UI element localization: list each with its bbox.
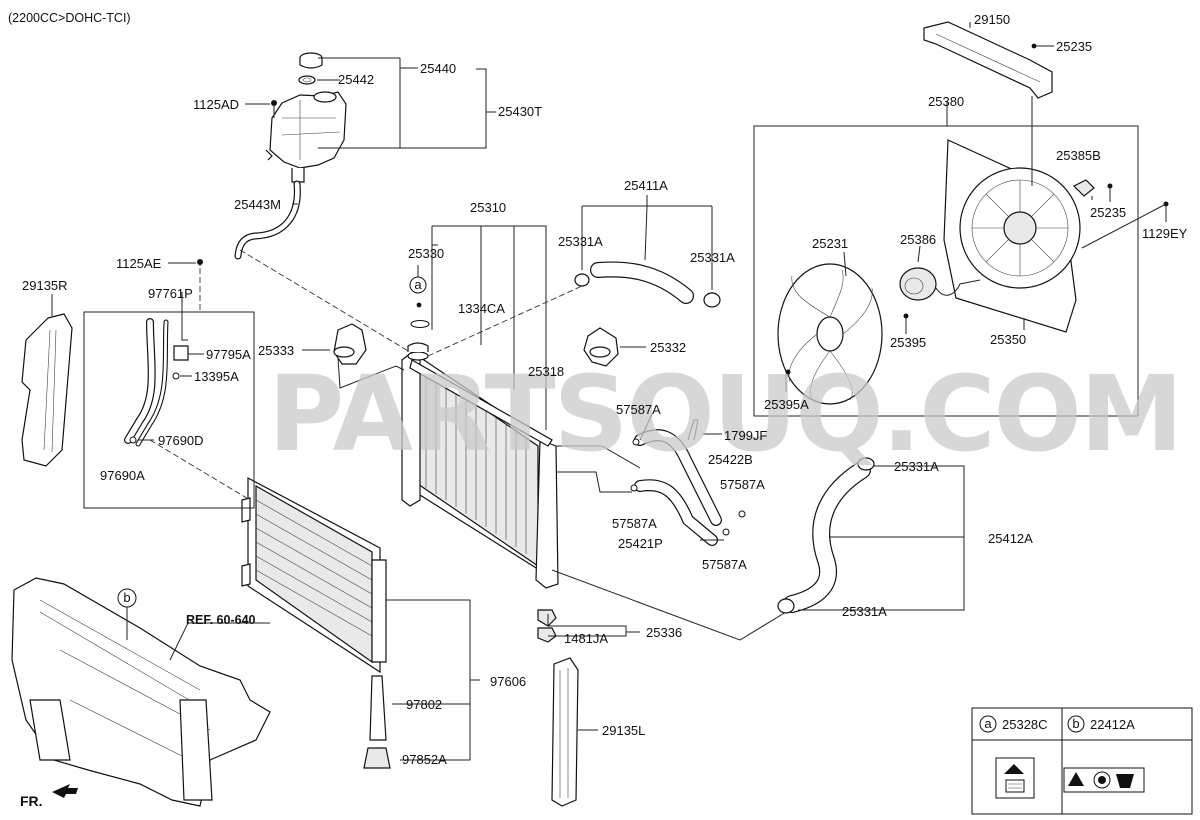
fan-motor bbox=[899, 267, 981, 301]
label-25333: 25333 bbox=[258, 343, 294, 358]
label-25336: 25336 bbox=[646, 625, 682, 640]
legend-a-key: a bbox=[984, 716, 992, 731]
drain-plug bbox=[537, 609, 557, 643]
hose-clamp-upper-left bbox=[574, 273, 590, 287]
air-guard-29135R bbox=[21, 313, 73, 467]
label-57587A-2: 57587A bbox=[720, 477, 765, 492]
overflow-hose bbox=[234, 180, 301, 260]
air-guard-29135L bbox=[551, 657, 579, 807]
watermark: PARTSOUQ.COM bbox=[268, 353, 1181, 475]
label-1334CA: 1334CA bbox=[458, 301, 505, 316]
label-29135L: 29135L bbox=[602, 723, 645, 738]
reservoir-cap bbox=[299, 52, 323, 69]
ac-pipe-detail-box bbox=[83, 311, 255, 509]
condenser bbox=[241, 477, 387, 674]
fan-blade bbox=[777, 263, 883, 405]
label-25235-right: 25235 bbox=[1090, 205, 1126, 220]
label-25231: 25231 bbox=[812, 236, 848, 251]
resistor-25385B bbox=[1072, 179, 1095, 197]
bracket-25333 bbox=[333, 323, 367, 365]
oil-hose-25422B bbox=[634, 429, 722, 526]
lower-hose-25412A bbox=[783, 461, 871, 613]
label-57587A-3: 57587A bbox=[612, 516, 657, 531]
label-25331A-lower-bottom: 25331A bbox=[842, 604, 887, 619]
label-25430T: 25430T bbox=[498, 104, 542, 119]
upper-hose-25411A bbox=[590, 261, 694, 304]
warning-label-icon bbox=[995, 757, 1035, 799]
label-97802: 97802 bbox=[406, 697, 442, 712]
label-25330: 25330 bbox=[408, 246, 444, 261]
label-25412A: 25412A bbox=[988, 531, 1033, 546]
hose-clamp-lower-bottom bbox=[777, 598, 795, 614]
label-57587A-4: 57587A bbox=[702, 557, 747, 572]
upper-member-29150 bbox=[923, 21, 1053, 99]
label-1125AD: 1125AD bbox=[193, 97, 239, 112]
label-1481JA: 1481JA bbox=[564, 631, 608, 646]
label-25443M: 25443M bbox=[234, 197, 281, 212]
fan-shroud bbox=[943, 139, 1081, 333]
label-25318: 25318 bbox=[528, 364, 564, 379]
engine-spec-header: (2200CC>DOHC-TCI) bbox=[8, 11, 131, 25]
reservoir-tank bbox=[265, 91, 347, 183]
callout-b-label: b bbox=[123, 590, 130, 605]
label-25421P: 25421P bbox=[618, 536, 663, 551]
label-1129EY: 1129EY bbox=[1142, 226, 1188, 241]
oil-hose-25421P bbox=[634, 479, 718, 546]
legend-a-part: 25328C bbox=[1002, 717, 1048, 732]
reference-note: REF. 60-640 bbox=[186, 613, 256, 627]
label-25422B: 25422B bbox=[708, 452, 753, 467]
legend-b-part: 22412A bbox=[1090, 717, 1135, 732]
label-25331A-lower-top: 25331A bbox=[894, 459, 939, 474]
screw-25395 bbox=[903, 313, 909, 319]
bolt-1125AD bbox=[271, 100, 277, 118]
caution-label-icon bbox=[1063, 767, 1145, 793]
label-25395A: 25395A bbox=[764, 397, 809, 412]
label-97795A: 97795A bbox=[206, 347, 251, 362]
label-25395: 25395 bbox=[890, 335, 926, 350]
fan-assembly-box bbox=[753, 125, 1139, 417]
label-97761P: 97761P bbox=[148, 286, 193, 301]
label-25310: 25310 bbox=[470, 200, 506, 215]
bracket-25332 bbox=[583, 327, 619, 367]
hose-clamp-upper-right bbox=[703, 292, 721, 308]
radiator-core bbox=[401, 350, 559, 589]
label-29135R: 29135R bbox=[22, 278, 68, 293]
label-97690D: 97690D bbox=[158, 433, 204, 448]
label-97690A: 97690A bbox=[100, 468, 145, 483]
label-25385B: 25385B bbox=[1056, 148, 1101, 163]
label-1799JF: 1799JF bbox=[724, 428, 767, 443]
label-29150: 29150 bbox=[974, 12, 1010, 27]
radiator-cap bbox=[407, 302, 430, 361]
cap-seal bbox=[298, 75, 316, 85]
label-97852A: 97852A bbox=[402, 752, 447, 767]
callout-a-label: a bbox=[414, 277, 422, 292]
label-25386: 25386 bbox=[900, 232, 936, 247]
label-25442: 25442 bbox=[338, 72, 374, 87]
label-25331A-upper-right: 25331A bbox=[690, 250, 735, 265]
carrier-front-end-module bbox=[11, 577, 271, 807]
screw-25395A bbox=[785, 369, 791, 375]
bracket-1799JF bbox=[687, 419, 699, 441]
label-57587A-1: 57587A bbox=[616, 402, 661, 417]
legend-b-key: b bbox=[1072, 716, 1079, 731]
label-25380: 25380 bbox=[928, 94, 964, 109]
ac-pipes bbox=[124, 318, 189, 447]
front-direction-label: FR. bbox=[20, 793, 43, 809]
receiver-drier bbox=[363, 675, 391, 769]
label-25350: 25350 bbox=[990, 332, 1026, 347]
callout-a bbox=[409, 276, 427, 294]
label-25332: 25332 bbox=[650, 340, 686, 355]
label-13395A: 13395A bbox=[194, 369, 239, 384]
label-97606: 97606 bbox=[490, 674, 526, 689]
label-25440: 25440 bbox=[420, 61, 456, 76]
label-25411A: 25411A bbox=[624, 178, 668, 193]
label-1125AE: 1125AE bbox=[116, 256, 162, 271]
hose-clamp-lower-top bbox=[857, 457, 875, 471]
label-25235-top: 25235 bbox=[1056, 39, 1092, 54]
label-25331A-upper-left: 25331A bbox=[558, 234, 603, 249]
front-arrow-icon bbox=[52, 784, 78, 798]
